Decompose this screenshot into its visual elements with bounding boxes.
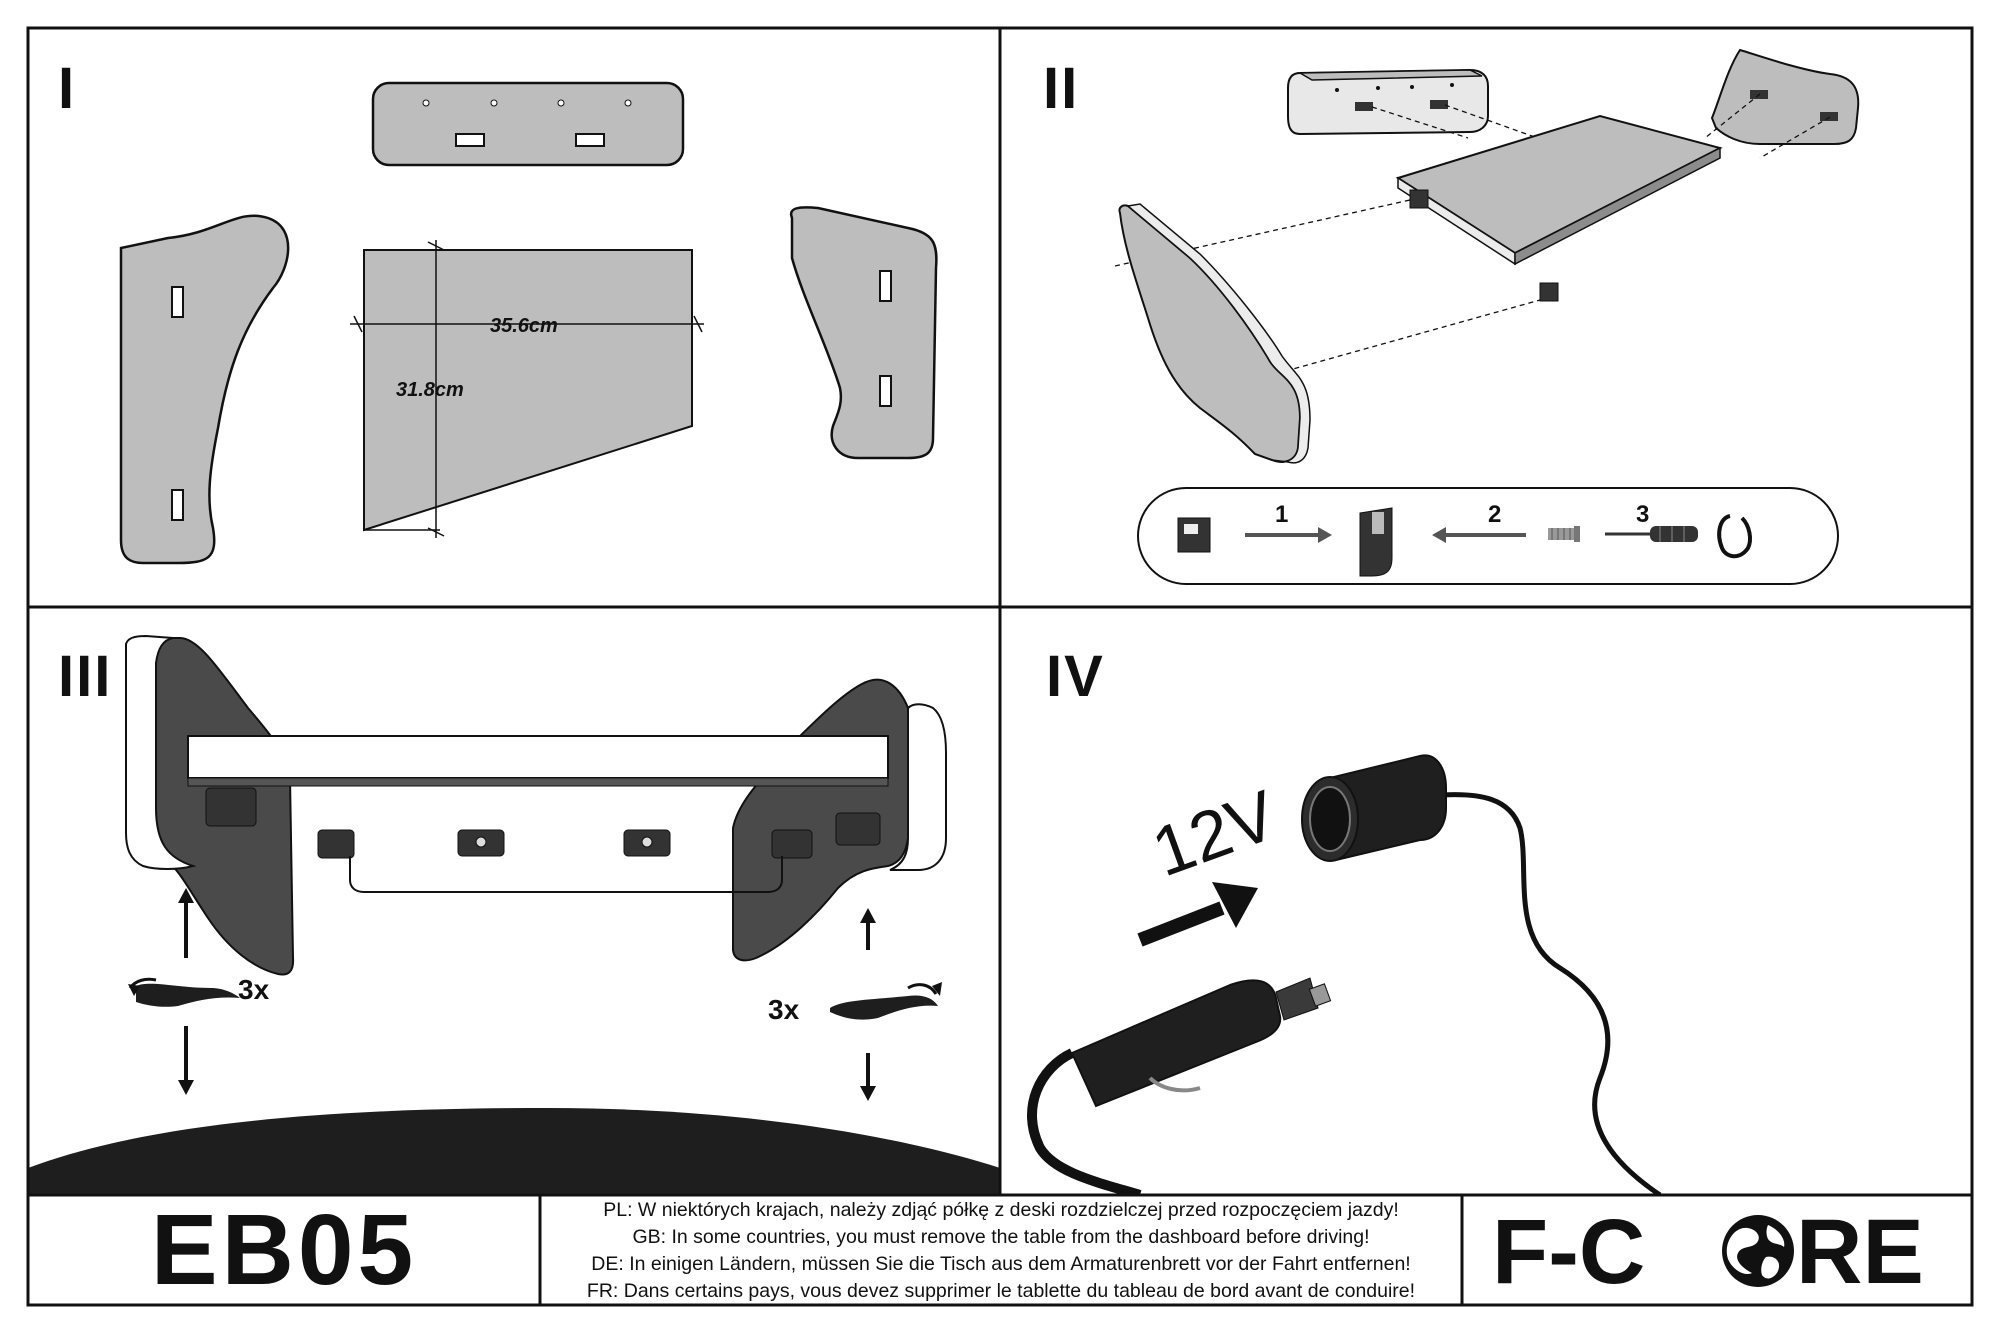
panel-number-4: IV [1046,644,1105,709]
note-fr: FR: Dans certains pays, vous devez suppr… [586,1280,1416,1302]
width-dimension-label: 35.6cm [490,315,558,337]
left-side-panel [119,214,290,565]
right-side-panel [789,206,938,460]
panel-number-3: III [58,644,113,709]
socket-cable [1441,792,1662,1195]
panel-3-drawing: 3x 3x [28,634,1000,1195]
connector-slot [575,133,605,147]
model-number: EB05 [150,1193,418,1306]
voltage-label: 12V [1142,775,1286,891]
note-de: DE: In einigen Ländern, müssen Sie die T… [591,1253,1411,1275]
safety-notes: PL: W niektórych krajach, należy zdjąć p… [540,1195,1462,1305]
step-1-number: 1 [1275,501,1288,528]
note-gb: GB: In some countries, you must remove t… [632,1226,1370,1248]
panel-number-1: I [58,56,77,121]
car-plug [1070,977,1332,1108]
bracket [205,787,257,827]
panel-3-mounting: 3x 3x III [28,608,1000,1195]
brand-logo-drawing: F-C RE [1492,1201,1924,1303]
side-panel-right [1710,48,1860,145]
shelf-front-edge [187,735,889,779]
depth-dimension-label: 31.8cm [396,379,464,401]
right-support [732,678,909,962]
rotate-arrow-right [830,995,938,1020]
top-plate [371,81,685,167]
note-pl: PL: W niektórych krajach, należy zdjąć p… [603,1199,1399,1221]
power-arrow [1137,901,1225,947]
panel-2-assembly: 1 2 3 II [1000,28,1972,606]
clip-part [1177,517,1211,553]
panel-4-drawing: 12V [1027,754,1662,1195]
panel-number-2: II [1043,56,1080,121]
side-panel-left [1118,204,1302,463]
step-2-number: 2 [1488,501,1501,528]
panel-2-drawing: 1 2 3 [1114,48,1860,585]
brand-logo: F-C RE [1462,1195,1972,1305]
rotate-arrow-left [136,983,240,1007]
brand-prefix: F-C [1492,1201,1645,1303]
rotation-count-left: 3x [238,974,270,1005]
brand-suffix: RE [1796,1201,1924,1303]
connector-slot [455,133,485,147]
globe-icon [1722,1215,1794,1287]
car-socket [1301,754,1447,862]
dashboard [28,1108,1000,1195]
screw-icon [1548,526,1580,542]
panel-1-drawing: 35.6cm 31.8cm [119,81,938,565]
step-3-number: 3 [1636,501,1649,528]
panel-4-power: 12V IV [1000,608,1972,1195]
rotation-count-right: 3x [768,994,800,1025]
panel-1-parts: 35.6cm 31.8cm I [28,28,1000,606]
